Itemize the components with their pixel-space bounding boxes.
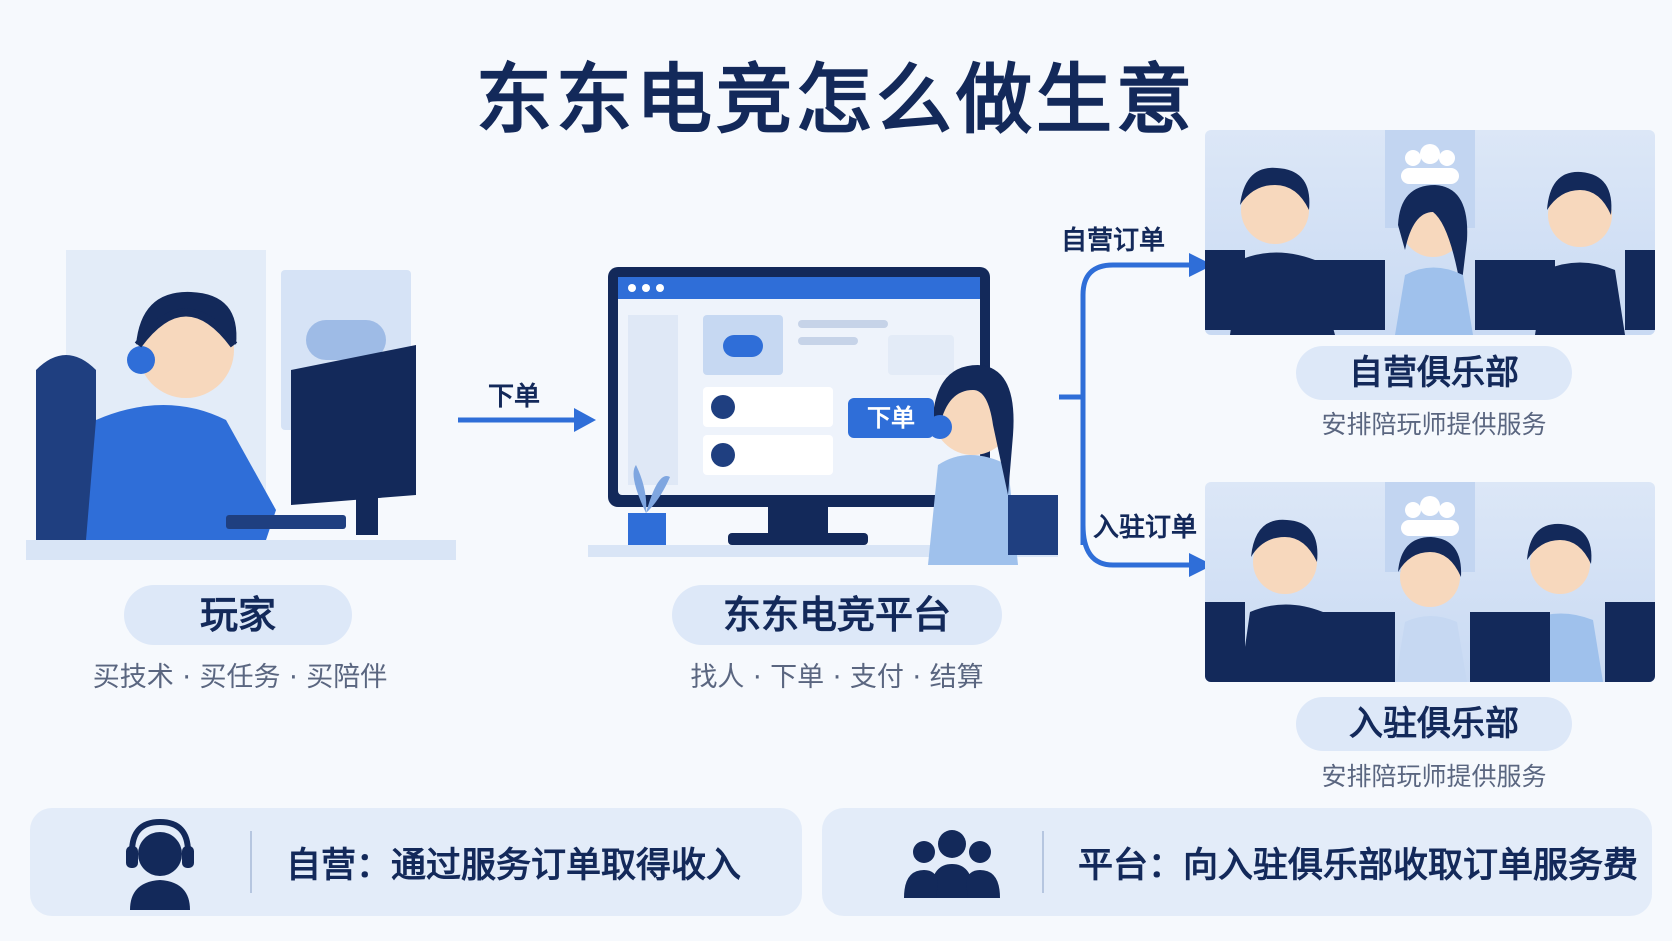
banner-divider [1042,831,1044,893]
headset-agent-icon [126,818,194,910]
self-club-desc: 安排陪玩师提供服务 [1321,410,1547,439]
team-icon [1401,144,1459,184]
banner-divider [250,831,252,893]
screen-gamepad-icon [723,335,763,357]
self-order-arrow-label: 自营订单 [1061,226,1166,256]
self-club-pill: 自营俱乐部 [1296,346,1572,400]
self-club-photo [1205,130,1655,335]
resident-club-photo [1205,482,1655,682]
self-revenue-banner: 自营：通过服务订单取得收入 [30,808,802,916]
self-revenue-text: 自营：通过服务订单取得收入 [286,845,742,886]
screen-order-button[interactable]: 下单 [848,398,934,438]
resident-order-arrow-label: 入驻订单 [1093,513,1198,543]
order-arrow [458,408,596,432]
platform-illustration [588,267,1058,565]
player-desc: 买技术 · 买任务 · 买陪伴 [92,662,388,693]
branch-arrows [1059,253,1213,577]
team-icon [1401,496,1459,536]
player-pill: 玩家 [124,585,352,645]
platform-revenue-text: 平台：向入驻俱乐部收取订单服务费 [1078,845,1639,886]
resident-club-desc: 安排陪玩师提供服务 [1321,762,1547,791]
platform-desc: 找人 · 下单 · 支付 · 结算 [690,662,984,693]
page-title: 东东电竞怎么做生意 [476,55,1196,144]
gamepad-icon [306,320,386,360]
player-illustration [26,250,456,560]
team-icon [904,830,1000,898]
resident-club-pill: 入驻俱乐部 [1296,697,1572,751]
platform-pill: 东东电竞平台 [672,585,1002,645]
order-arrow-label: 下单 [488,382,541,412]
platform-revenue-banner: 平台：向入驻俱乐部收取订单服务费 [822,808,1652,916]
